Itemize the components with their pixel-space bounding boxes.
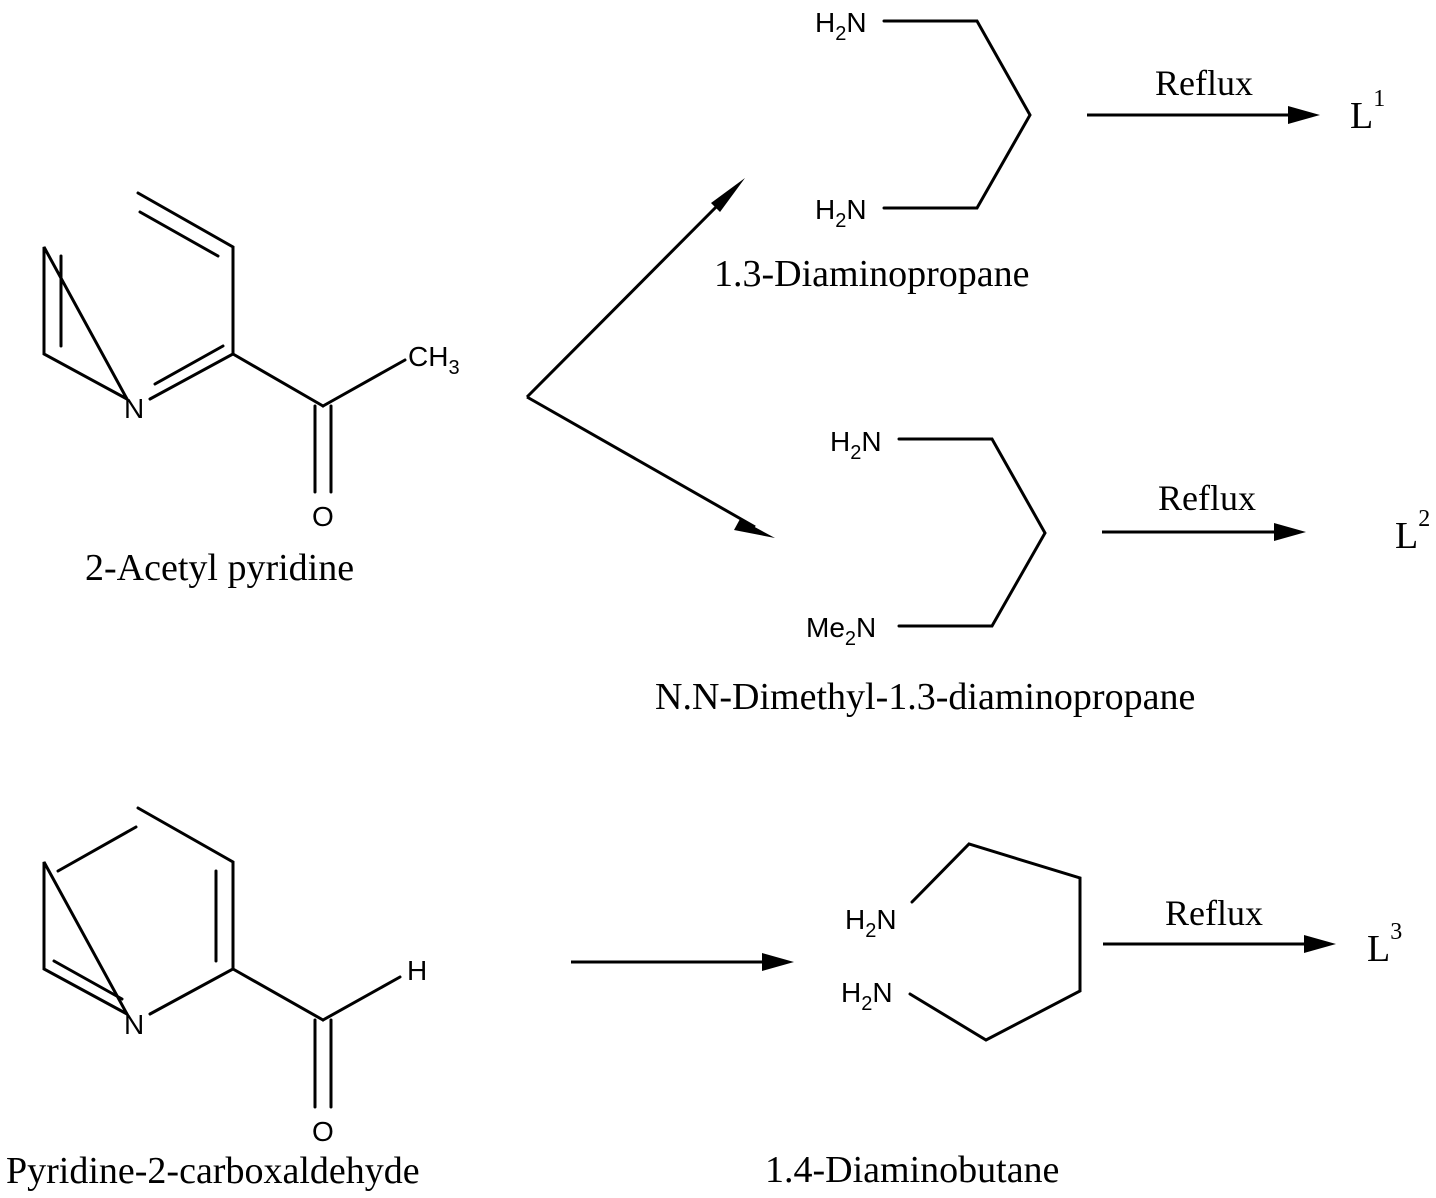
reaction-1: Reflux L1	[1087, 63, 1385, 137]
carboxaldehyde-structure: N H O Pyridine-2-carboxaldehyde	[6, 806, 427, 1192]
dimethyl-diaminopropane-amine-label: H2N	[830, 426, 882, 464]
methyl-label: CH3	[408, 341, 460, 379]
reaction-1-condition: Reflux	[1155, 63, 1253, 103]
dimethyl-diaminopropane-structure: H2N Me2N N.N-Dimethyl-1.3-diaminopropane	[655, 426, 1195, 718]
acetylpyridine-n-label: N	[124, 393, 144, 424]
acetyl-bond	[231, 352, 325, 408]
reaction-3: Reflux L3	[1103, 893, 1402, 970]
acetylpyridine-o-label: O	[312, 501, 334, 532]
diaminopropane-amine-bottom-label: H2N	[815, 194, 867, 232]
aldehyde-arrow-head	[762, 953, 794, 971]
reaction-1-product: L1	[1350, 86, 1385, 137]
pyridine-ring-2-double-bond-c	[52, 959, 124, 1001]
diaminobutane-amine-bottom-label: H2N	[841, 977, 893, 1015]
pyridine-ring-2-double-bond-a	[56, 825, 138, 873]
pyridine-ring-1	[42, 191, 235, 403]
aldehyde-h-label: H	[407, 955, 427, 986]
pyridine-ring-1-double-bond-c	[153, 344, 225, 386]
branch-arrows	[525, 178, 775, 538]
dimethyl-diaminopropane-chain	[897, 437, 1047, 628]
carboxaldehyde-n-label: N	[124, 1009, 144, 1040]
branch-arrow-down-head	[734, 519, 775, 538]
branch-arrow-up-head	[711, 178, 745, 212]
reaction-2-arrow-head	[1274, 523, 1306, 541]
carboxaldehyde-o-label: O	[312, 1116, 334, 1147]
reaction-1-arrow-head	[1288, 106, 1320, 124]
pyridine-ring-1-double-bond-a	[138, 210, 220, 258]
diaminopropane-structure: H2N H2N 1.3-Diaminopropane	[714, 7, 1032, 295]
aldehyde-h-bond	[321, 975, 402, 1022]
reaction-2-condition: Reflux	[1158, 478, 1256, 518]
reaction-2-product: L2	[1395, 506, 1430, 557]
aldehyde-arrow	[571, 953, 794, 971]
diaminobutane-structure: H2N H2N 1.4-Diaminobutane	[765, 842, 1082, 1191]
pyridine-ring-2	[42, 806, 235, 1018]
reaction-3-arrow-head	[1304, 935, 1336, 953]
branch-arrow-down-line	[526, 395, 756, 529]
diaminobutane-chain	[908, 842, 1082, 1042]
methyl-bond	[321, 358, 407, 408]
dimethyl-diaminopropane-dimethylamine-label: Me2N	[806, 612, 876, 650]
diaminopropane-name: 1.3-Diaminopropane	[714, 253, 1030, 295]
acetylpyridine-name: 2-Acetyl pyridine	[85, 547, 354, 589]
reaction-2: Reflux L2	[1102, 478, 1430, 557]
carboxaldehyde-name: Pyridine-2-carboxaldehyde	[6, 1150, 420, 1192]
diaminopropane-amine-top-label: H2N	[815, 7, 867, 45]
branch-arrow-up-line	[525, 191, 732, 399]
reaction-3-product: L3	[1367, 919, 1402, 970]
acetylpyridine-structure: N CH3 O 2-Acetyl pyridine	[42, 191, 460, 589]
reaction-3-condition: Reflux	[1165, 893, 1263, 933]
dimethyl-diaminopropane-name: N.N-Dimethyl-1.3-diaminopropane	[655, 676, 1195, 718]
diaminobutane-amine-top-label: H2N	[845, 904, 897, 942]
aldehyde-bond	[231, 967, 325, 1022]
diaminobutane-name: 1.4-Diaminobutane	[765, 1149, 1059, 1191]
diaminopropane-chain	[882, 19, 1032, 210]
